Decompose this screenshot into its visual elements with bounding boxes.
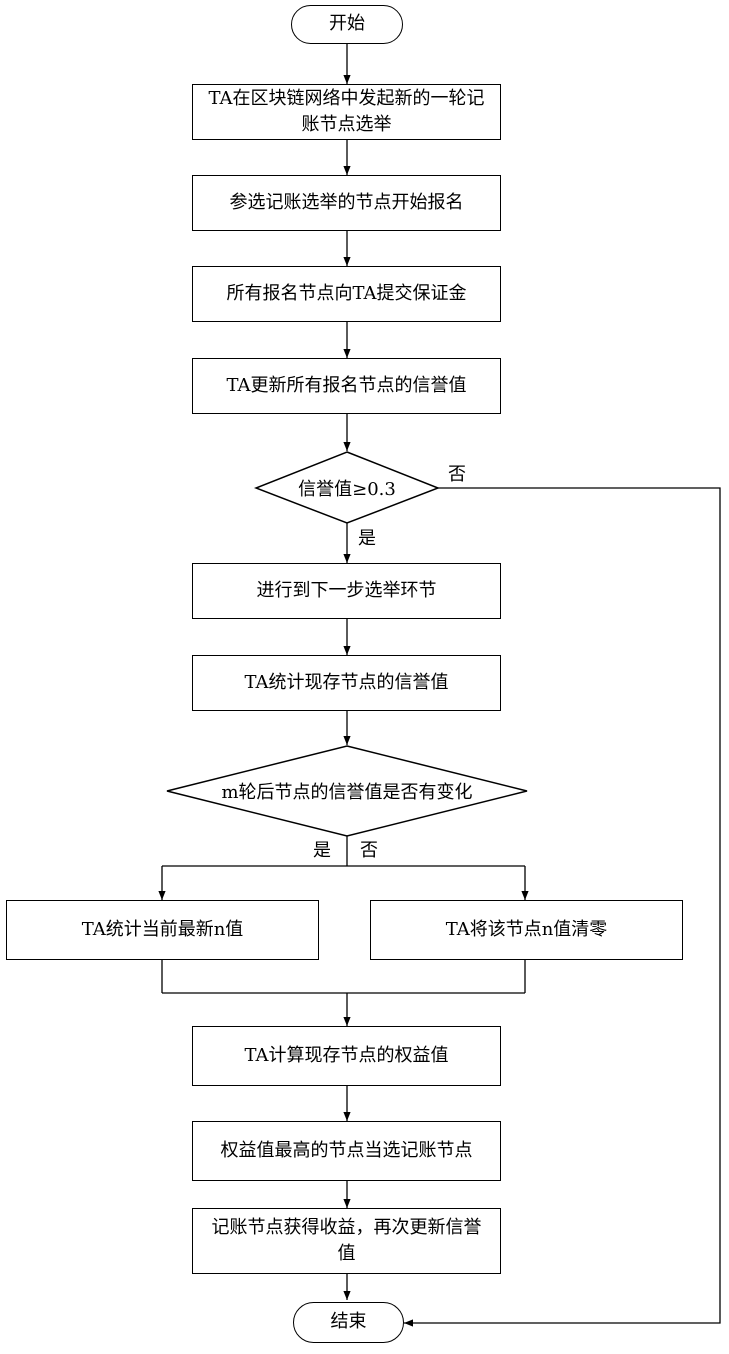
start-terminal: 开始 xyxy=(291,5,403,44)
decision-reputation-threshold: 信誉值≥0.3 xyxy=(262,470,432,506)
step-reset-n: TA将该节点n值清零 xyxy=(370,900,683,960)
step-initiate-election: TA在区块链网络中发起新的一轮记账节点选举 xyxy=(192,84,501,140)
decision1-yes-label: 是 xyxy=(358,530,376,548)
decision1-no-label: 否 xyxy=(448,466,466,484)
step-select-accounting-node: 权益值最高的节点当选记账节点 xyxy=(192,1121,501,1181)
decision2-no-label: 否 xyxy=(360,842,378,860)
step-submit-deposit: 所有报名节点向TA提交保证金 xyxy=(192,266,501,322)
end-terminal: 结束 xyxy=(293,1302,404,1343)
step-reward-update-reputation: 记账节点获得收益，再次更新信誉值 xyxy=(192,1208,501,1274)
decision2-yes-label: 是 xyxy=(313,842,331,860)
step-compute-stake: TA计算现存节点的权益值 xyxy=(192,1026,501,1086)
step-next-election-phase: 进行到下一步选举环节 xyxy=(192,563,501,619)
step-candidate-registration: 参选记账选举的节点开始报名 xyxy=(192,175,501,231)
step-count-latest-n: TA统计当前最新n值 xyxy=(6,900,319,960)
step-update-reputation: TA更新所有报名节点的信誉值 xyxy=(192,358,501,414)
decision-reputation-change: m轮后节点的信誉值是否有变化 xyxy=(180,773,514,809)
step-count-reputation: TA统计现存节点的信誉值 xyxy=(192,655,501,711)
